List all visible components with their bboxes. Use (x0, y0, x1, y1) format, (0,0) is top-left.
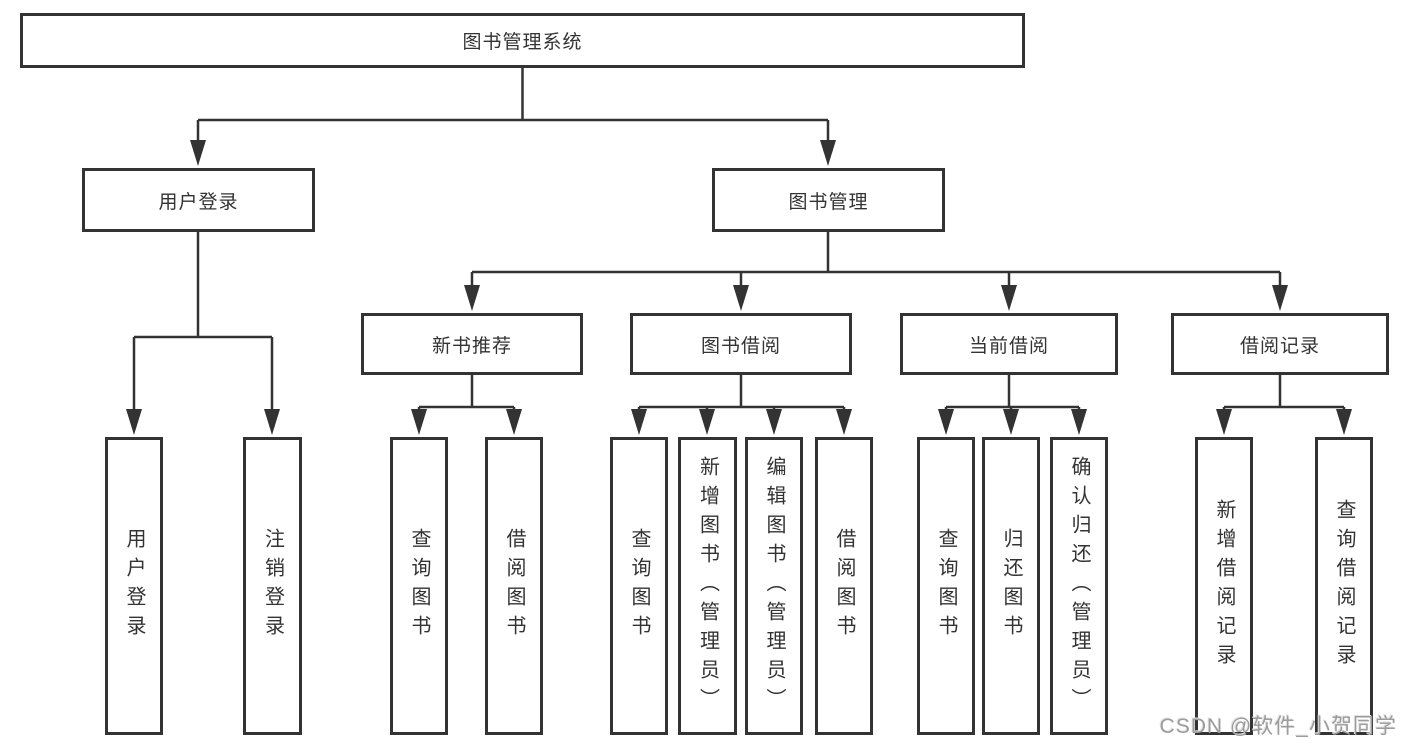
leaf-label: 确认归还（管理员） (1068, 455, 1090, 717)
node-user-login: 用户登录 (82, 168, 315, 232)
leaf-query-books-borrow: 查询图书 (610, 437, 668, 735)
leaf-label: 归还图书 (1000, 528, 1022, 644)
node-root-label: 图书管理系统 (462, 32, 583, 53)
node-current-borrow: 当前借阅 (900, 313, 1118, 375)
node-book-management-label: 图书管理 (788, 191, 869, 213)
node-book-borrow: 图书借阅 (630, 313, 852, 375)
leaf-label: 注销登录 (261, 528, 284, 644)
leaf-query-books-recommend: 查询图书 (390, 437, 448, 735)
leaf-label: 新增借阅记录 (1213, 499, 1235, 673)
leaf-borrow-books-recommend: 借阅图书 (485, 437, 543, 735)
arrowheads (126, 140, 1352, 435)
leaf-label: 查询图书 (408, 528, 430, 644)
leaf-edit-books-admin: 编辑图书（管理员） (745, 437, 803, 735)
leaf-label: 查询图书 (628, 528, 650, 644)
node-new-book-recommend-label: 新书推荐 (431, 335, 512, 357)
csdn-watermark: CSDN @软件_小贺同学 (1159, 715, 1397, 738)
leaf-label: 查询借阅记录 (1333, 499, 1355, 673)
node-root-system: 图书管理系统 (20, 13, 1025, 68)
leaf-add-books-admin: 新增图书（管理员） (678, 437, 737, 735)
leaf-label: 借阅图书 (503, 528, 525, 644)
leaf-query-books-current: 查询图书 (917, 437, 975, 735)
node-user-login-label: 用户登录 (158, 191, 239, 213)
leaf-query-borrow-record: 查询借阅记录 (1315, 437, 1373, 735)
leaf-borrow-books: 借阅图书 (815, 437, 873, 735)
leaf-user-login: 用户登录 (105, 437, 163, 735)
leaf-label: 借阅图书 (833, 528, 855, 644)
leaf-add-borrow-record: 新增借阅记录 (1195, 437, 1253, 735)
node-new-book-recommend: 新书推荐 (361, 313, 583, 375)
node-current-borrow-label: 当前借阅 (968, 335, 1049, 357)
leaf-label: 新增图书（管理员） (696, 455, 719, 717)
leaf-logout: 注销登录 (243, 437, 302, 735)
leaf-return-books: 归还图书 (982, 437, 1040, 735)
node-book-borrow-label: 图书借阅 (700, 335, 781, 357)
leaf-label: 用户登录 (123, 528, 145, 644)
leaf-confirm-return-admin: 确认归还（管理员） (1050, 437, 1108, 735)
node-book-management: 图书管理 (712, 168, 945, 232)
leaf-label: 编辑图书（管理员） (763, 455, 785, 717)
node-borrow-records-label: 借阅记录 (1239, 335, 1320, 357)
leaf-label: 查询图书 (935, 528, 957, 644)
node-borrow-records: 借阅记录 (1171, 313, 1389, 375)
